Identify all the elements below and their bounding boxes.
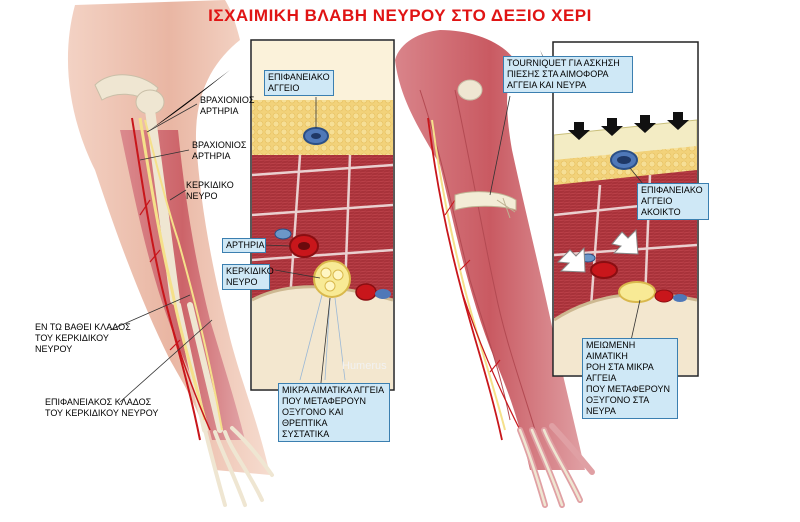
leader-lines [109,95,653,403]
label-superficial-branch: ΕΠΙΦΑΝΕΙΑΚΟΣ ΚΛΑΔΟΣ ΤΟΥ ΚΕΡΚΙΔΙΚΟΥ ΝΕΥΡΟ… [45,397,159,418]
label-humerus: Humerus [342,360,387,372]
label-reduced-flow: ΜΕΙΩΜΕΝΗ ΑΙΜΑΤΙΚΗ ΡΟΗ ΣΤΑ ΜΙΚΡΑ ΑΓΓΕΙΑ Π… [582,338,678,419]
page-title: ΙΣΧΑΙΜΙΚΗ ΒΛΑΒΗ ΝΕΥΡΟΥ ΣΤΟ ΔΕΞΙΟ ΧΕΡΙ [208,6,592,25]
left-arm-illustration [67,0,274,507]
label-brachial-artery-2: ΒΡΑΧΙΟΝΙΟΣ ΑΡΤΗΡΙΑ [192,140,247,161]
label-deep-branch: ΕΝ ΤΩ ΒΑΘΕΙ ΚΛΑΔΟΣ ΤΟΥ ΚΕΡΚΙΔΙΚΟΥ ΝΕΥΡΟΥ [35,322,131,354]
label-tourniquet: TOURNIQUET ΓΙΑ ΑΣΚΗΣΗ ΠΙΕΣΗΣ ΣΤΑ ΑΙΜΟΦΟΡ… [503,56,633,93]
label-radial-nerve: ΚΕΡΚΙΔΙΚΟ ΝΕΥΡΟ [186,180,234,201]
label-artery: ΑΡΤΗΡΙΑ [222,238,266,253]
left-cross-section [250,39,395,391]
label-open-vessel: ΕΠΙΦΑΝΕΙΑΚΟ ΑΓΓΕΙΟ ΑΚΟΙΚΤΟ [637,183,709,220]
label-brachial-artery-1: ΒΡΑΧΙΟΝΙΟΣ ΑΡΤΗΡΙΑ [200,95,255,116]
label-small-vessels: ΜΙΚΡΑ ΑΙΜΑΤΙΚΑ ΑΓΓΕΙΑ ΠΟΥ ΜΕΤΑΦΕΡΟΥΝ ΟΞΥ… [278,383,390,442]
label-superficial-vessel: ΕΠΙΦΑΝΕΙΑΚΟ ΑΓΓΕΙΟ [264,70,334,96]
label-left-radial-nerve: ΚΕΡΚΙΔΙΚΟ ΝΕΥΡΟ [222,264,274,290]
